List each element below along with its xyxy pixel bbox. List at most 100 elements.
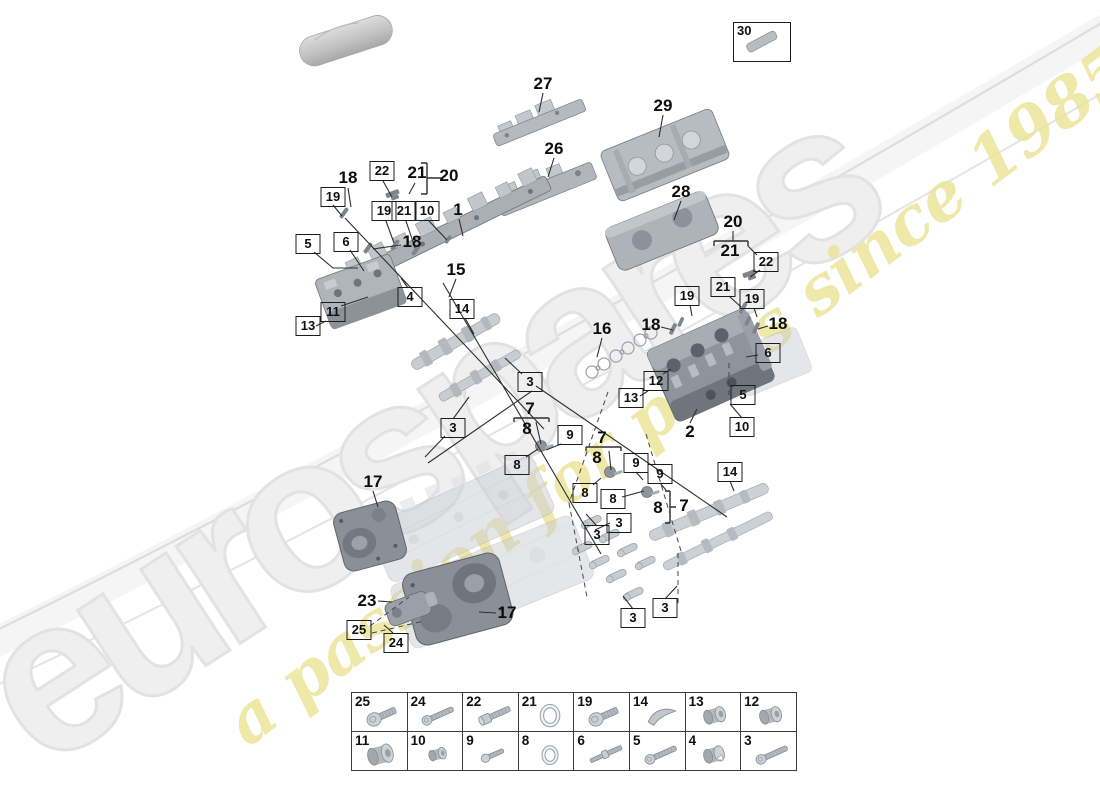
legend-box-30[interactable]: 30 bbox=[733, 22, 791, 62]
callout-box-13[interactable]: 13 bbox=[618, 388, 644, 408]
callout-box-9[interactable]: 9 bbox=[647, 464, 673, 484]
callout-plain-8[interactable]: 8 bbox=[592, 448, 602, 467]
callout-box-3[interactable]: 3 bbox=[440, 418, 466, 438]
callout-plain-21[interactable]: 21 bbox=[407, 163, 427, 182]
callout-box-3[interactable]: 3 bbox=[584, 525, 610, 545]
callout-box-8[interactable]: 8 bbox=[504, 455, 530, 475]
car-silhouette bbox=[299, 15, 393, 67]
fastener-number: 12 bbox=[744, 694, 760, 709]
part-camshaft-right-1 bbox=[649, 483, 769, 541]
fastener-number: 19 bbox=[577, 694, 593, 709]
fastener-cell-12[interactable]: 12 bbox=[740, 692, 797, 732]
fastener-cell-9[interactable]: 9 bbox=[462, 731, 519, 771]
callout-plain-18[interactable]: 18 bbox=[338, 168, 358, 187]
fastener-cell-21[interactable]: 21 bbox=[517, 692, 575, 732]
callout-box-8[interactable]: 8 bbox=[600, 489, 626, 509]
fastener-cell-4[interactable]: 4 bbox=[684, 731, 742, 771]
callout-box-25[interactable]: 25 bbox=[346, 620, 372, 640]
callout-box-6[interactable]: 6 bbox=[333, 232, 359, 252]
callout-box-3[interactable]: 3 bbox=[620, 608, 646, 628]
callout-box-3[interactable]: 3 bbox=[606, 513, 632, 533]
callout-box-22[interactable]: 22 bbox=[369, 161, 395, 181]
o-ring-icon bbox=[540, 703, 561, 728]
callout-plain-7[interactable]: 7 bbox=[679, 496, 689, 515]
callout-box-14[interactable]: 14 bbox=[449, 299, 475, 319]
callout-plain-18[interactable]: 18 bbox=[641, 315, 661, 334]
callout-plain-28[interactable]: 28 bbox=[671, 182, 691, 201]
part-camshaft-intake bbox=[411, 313, 501, 370]
fastener-cell-6[interactable]: 6 bbox=[573, 731, 630, 771]
fastener-cell-14[interactable]: 14 bbox=[628, 692, 686, 732]
callout-box-3[interactable]: 3 bbox=[517, 372, 543, 392]
callout-box-6[interactable]: 6 bbox=[755, 343, 781, 363]
callout-plain-2[interactable]: 2 bbox=[685, 422, 695, 441]
callout-box-13[interactable]: 13 bbox=[295, 316, 321, 336]
fastener-cell-24[interactable]: 24 bbox=[406, 692, 464, 732]
fastener-number: 4 bbox=[688, 733, 697, 748]
callout-plain-21[interactable]: 21 bbox=[720, 241, 740, 260]
plug-m-icon bbox=[758, 706, 782, 725]
callout-plain-18[interactable]: 18 bbox=[768, 314, 788, 333]
part-27-cover-strip bbox=[493, 98, 586, 147]
part-17-cam-phaser-right bbox=[402, 552, 514, 646]
callout-box-10[interactable]: 10 bbox=[729, 417, 755, 437]
callout-plain-16[interactable]: 16 bbox=[592, 319, 612, 338]
callout-plain-15[interactable]: 15 bbox=[446, 260, 466, 279]
callout-box-19[interactable]: 19 bbox=[739, 289, 765, 309]
plug-notched-icon bbox=[703, 745, 726, 764]
fastener-cell-10[interactable]: 10 bbox=[406, 731, 464, 771]
fastener-cell-8[interactable]: 8 bbox=[517, 731, 575, 771]
fastener-cell-22[interactable]: 22 bbox=[462, 692, 519, 732]
callout-box-9[interactable]: 9 bbox=[557, 425, 583, 445]
callout-plain-1[interactable]: 1 bbox=[453, 200, 463, 219]
callout-plain-17[interactable]: 17 bbox=[363, 472, 383, 491]
callout-box-4[interactable]: 4 bbox=[397, 287, 423, 307]
callout-box-19[interactable]: 19 bbox=[674, 286, 700, 306]
fastener-cell-13[interactable]: 13 bbox=[684, 692, 742, 732]
callout-plain-20[interactable]: 20 bbox=[723, 212, 743, 231]
stud-bolt-icon bbox=[589, 745, 623, 763]
callout-box-19[interactable]: 19 bbox=[371, 201, 397, 221]
callout-plain-7[interactable]: 7 bbox=[525, 399, 535, 418]
callout-box-24[interactable]: 24 bbox=[383, 633, 409, 653]
fastener-cell-19[interactable]: 19 bbox=[573, 692, 630, 732]
fastener-number: 6 bbox=[577, 733, 585, 748]
callout-box-5[interactable]: 5 bbox=[295, 234, 321, 254]
callout-plain-17[interactable]: 17 bbox=[497, 603, 517, 622]
callout-box-9[interactable]: 9 bbox=[623, 453, 649, 473]
callout-plain-23[interactable]: 23 bbox=[357, 591, 377, 610]
part-17-cam-phaser-left bbox=[333, 500, 407, 572]
long-screw-icon bbox=[644, 745, 677, 765]
callout-box-8[interactable]: 8 bbox=[572, 483, 598, 503]
callout-box-3[interactable]: 3 bbox=[652, 598, 678, 618]
part-2-cylinder-head bbox=[647, 309, 775, 422]
callout-box-21[interactable]: 21 bbox=[391, 201, 417, 221]
callout-box-11[interactable]: 11 bbox=[320, 302, 346, 322]
dashed-construction-lines bbox=[369, 363, 730, 634]
callout-box-14[interactable]: 14 bbox=[717, 462, 743, 482]
callout-box-22[interactable]: 22 bbox=[753, 252, 779, 272]
callout-box-21[interactable]: 21 bbox=[710, 277, 736, 297]
part-check-valves bbox=[535, 440, 660, 498]
callout-plain-8[interactable]: 8 bbox=[522, 419, 532, 438]
fastener-number: 3 bbox=[744, 733, 752, 748]
callout-box-12[interactable]: 12 bbox=[643, 371, 669, 391]
fastener-cell-25[interactable]: 25 bbox=[351, 692, 408, 732]
callout-plain-20[interactable]: 20 bbox=[439, 166, 459, 185]
fastener-number: 21 bbox=[521, 694, 537, 709]
callout-box-19[interactable]: 19 bbox=[320, 187, 346, 207]
fastener-cell-11[interactable]: 11 bbox=[351, 731, 408, 771]
callout-plain-7[interactable]: 7 bbox=[597, 428, 607, 447]
fastener-cell-5[interactable]: 5 bbox=[628, 731, 686, 771]
fastener-cell-3[interactable]: 3 bbox=[740, 731, 797, 771]
callout-plain-18[interactable]: 18 bbox=[402, 232, 422, 251]
callout-box-5[interactable]: 5 bbox=[730, 385, 756, 405]
callout-plain-27[interactable]: 27 bbox=[533, 74, 553, 93]
callout-plain-26[interactable]: 26 bbox=[544, 139, 564, 158]
fastener-number: 24 bbox=[410, 694, 426, 709]
callout-box-10[interactable]: 10 bbox=[414, 201, 440, 221]
callout-plain-8[interactable]: 8 bbox=[653, 498, 663, 517]
callout-plain-29[interactable]: 29 bbox=[653, 96, 673, 115]
